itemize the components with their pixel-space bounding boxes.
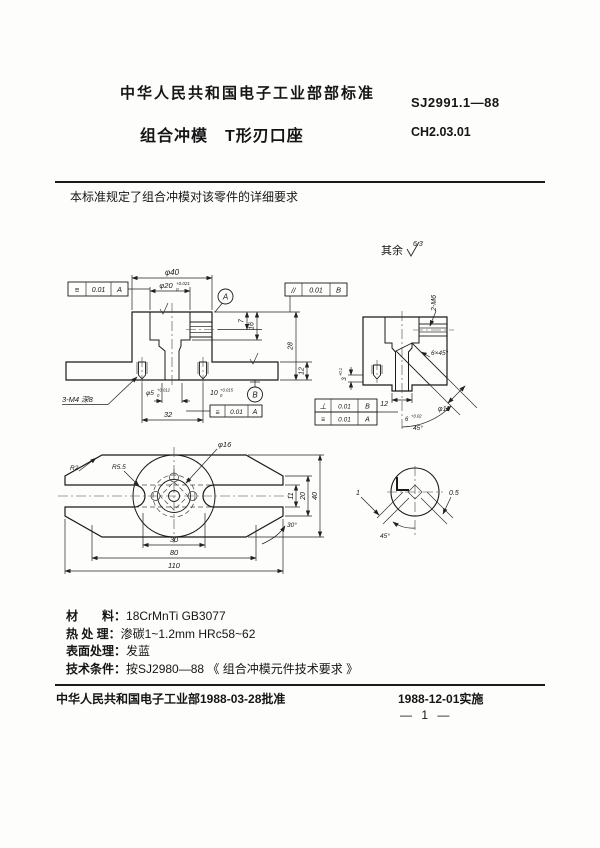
dim-20: 20 bbox=[300, 492, 307, 501]
surface-roughness-note: 其余 6.3 bbox=[381, 238, 430, 258]
angle-45: 45° bbox=[380, 532, 390, 540]
dim-phi5-upper-tol: +0.012 bbox=[157, 388, 171, 393]
fcf-datum: A bbox=[364, 417, 370, 424]
spec-value: 渗碳1~1.2mm HRc58~62 bbox=[120, 626, 256, 641]
dim-30: 30 bbox=[170, 535, 179, 544]
thread-note-m4: 3-M4 深8 bbox=[62, 376, 138, 405]
page-number: — 1 — bbox=[400, 708, 453, 722]
dim-phi16: φ16 bbox=[218, 440, 232, 449]
fcf-symbol: ≡ bbox=[321, 417, 325, 424]
fcf-symmetry-a-top: ≡ 0.01 A bbox=[67, 281, 150, 297]
dim-6-upper-tol: +0.02 bbox=[411, 414, 422, 419]
spec-label: 热 处 理： bbox=[66, 626, 121, 641]
chamfer-note: 6×45° bbox=[431, 349, 449, 357]
page-title: 组合冲模 T形刃口座 bbox=[140, 128, 304, 145]
header-rule bbox=[55, 181, 545, 183]
roughness-icon bbox=[159, 302, 169, 315]
thread-note-text: 3-M4 深8 bbox=[62, 395, 94, 404]
fcf-symbol: ≡ bbox=[75, 286, 80, 295]
fcf-symmetry-a: ≡ 0.01 A bbox=[314, 411, 398, 426]
right-section-view: 2-M6 6×45° φ11 45° 3 +0.1 12 6 +0 bbox=[314, 295, 478, 432]
implementation-text: 1988-12-01实施 bbox=[398, 692, 484, 706]
fcf-symbol: // bbox=[290, 286, 296, 295]
fcf-tolerance: 0.01 bbox=[338, 404, 351, 411]
dim-12: 12 bbox=[299, 367, 306, 375]
fcf-tolerance: 0.01 bbox=[338, 417, 351, 424]
dim-11: 11 bbox=[288, 492, 295, 499]
spec-row-material: 材 料：18CrMnTi GB3077 bbox=[66, 608, 358, 626]
dim-phi20: φ20 bbox=[159, 281, 173, 290]
spec-label: 表面处理： bbox=[66, 644, 127, 658]
datum-b-label: B bbox=[252, 391, 258, 400]
spec-row-surface-treatment: 表面处理：发蓝 bbox=[66, 643, 358, 661]
thread-note-m6: 2-M6 bbox=[431, 295, 438, 312]
approval-text: 中华人民共和国电子工业部1988-03-28批准 bbox=[56, 692, 286, 706]
dim-10-upper-tol: +0.015 bbox=[220, 388, 234, 393]
radius-r55: R5.5 bbox=[112, 464, 126, 471]
standard-number: SJ2991.1—88 bbox=[411, 95, 500, 110]
org-title: 中华人民共和国电子工业部部标准 bbox=[120, 85, 376, 102]
spec-value: 发蓝 bbox=[126, 644, 151, 658]
angle-30: 30° bbox=[287, 521, 297, 529]
dim-80: 80 bbox=[170, 548, 179, 557]
plan-view: φ16 R2 R5.5 30° 30 80 110 11 20 bbox=[58, 440, 324, 574]
datum-a-label: A bbox=[222, 293, 228, 302]
fcf-perpendicular-b: ⊥ 0.01 B bbox=[314, 398, 378, 413]
dim-7: 7 bbox=[239, 318, 246, 323]
roughness-icon bbox=[249, 352, 259, 365]
fcf-tolerance: 0.01 bbox=[230, 409, 243, 416]
dim-3-upper-tol: +0.1 bbox=[338, 368, 343, 376]
fcf-tolerance: 0.01 bbox=[309, 288, 323, 295]
fcf-datum: A bbox=[252, 409, 258, 416]
fcf-datum: B bbox=[365, 404, 370, 411]
footer-rule bbox=[55, 684, 545, 686]
dim-28: 28 bbox=[288, 342, 295, 351]
roughness-check-icon: 6.3 bbox=[406, 241, 423, 258]
intro-text: 本标准规定了组合冲模对该零件的详细要求 bbox=[70, 190, 299, 204]
datum-a-balloon: A bbox=[214, 288, 234, 313]
fcf-symmetry-a-bottom: ≡ 0.01 A bbox=[186, 404, 263, 418]
dim-10: 10 bbox=[210, 390, 218, 397]
dim-6: 6 bbox=[405, 417, 409, 423]
fcf-symbol: ⊥ bbox=[320, 402, 327, 411]
dim-phi5: φ5 bbox=[146, 390, 154, 397]
dim-10-lower-tol: 0 bbox=[220, 393, 223, 398]
spec-value: 18CrMnTi GB3077 bbox=[126, 609, 226, 623]
spec-value: 按SJ2980—88 《 组合冲模元件技术要求 》 bbox=[126, 661, 359, 676]
dim-1: 1 bbox=[356, 490, 360, 497]
spec-row-heat-treatment: 热 处 理：渗碳1~1.2mm HRc58~62 bbox=[66, 626, 358, 644]
dim-32: 32 bbox=[164, 410, 173, 419]
spec-list: 材 料：18CrMnTi GB3077 热 处 理：渗碳1~1.2mm HRc5… bbox=[66, 608, 358, 678]
left-section-view: φ40 φ20 +0.021 0 ≡ 0.01 A A bbox=[62, 268, 348, 423]
dim-phi40: φ40 bbox=[165, 268, 180, 277]
datum-b-balloon: B bbox=[247, 380, 263, 403]
dim-12: 12 bbox=[380, 401, 388, 408]
dim-16: 16 bbox=[249, 322, 256, 330]
spec-label: 技术条件： bbox=[66, 661, 127, 676]
dim-3: 3 bbox=[341, 377, 348, 381]
dim-05: 0.5 bbox=[449, 490, 459, 497]
dim-phi11: φ11 bbox=[438, 406, 450, 413]
fcf-parallel-b: // 0.01 B bbox=[284, 282, 348, 312]
dim-110: 110 bbox=[168, 561, 181, 570]
dim-phi20-lower-tol: 0 bbox=[176, 287, 179, 292]
fcf-datum: B bbox=[336, 286, 341, 295]
fcf-datum: A bbox=[116, 285, 122, 294]
dim-phi20-upper-tol: +0.021 bbox=[176, 281, 190, 286]
fcf-symbol: ≡ bbox=[215, 410, 219, 417]
detail-view: 1 0.5 45° bbox=[356, 466, 459, 540]
angle-45: 45° bbox=[413, 424, 423, 432]
spec-row-technical-conditions: 技术条件：按SJ2980—88 《 组合冲模元件技术要求 》 bbox=[66, 661, 358, 679]
classification-code: CH2.03.01 bbox=[411, 125, 471, 139]
dim-phi5-lower-tol: 0 bbox=[157, 393, 160, 398]
engineering-drawing: φ40 φ20 +0.021 0 ≡ 0.01 A A bbox=[58, 268, 478, 574]
dim-40: 40 bbox=[312, 492, 319, 500]
roughness-prefix: 其余 bbox=[381, 245, 403, 257]
radius-r2: R2 bbox=[70, 465, 79, 472]
spec-label: 材 料： bbox=[66, 609, 127, 623]
fcf-tolerance: 0.01 bbox=[92, 287, 106, 294]
